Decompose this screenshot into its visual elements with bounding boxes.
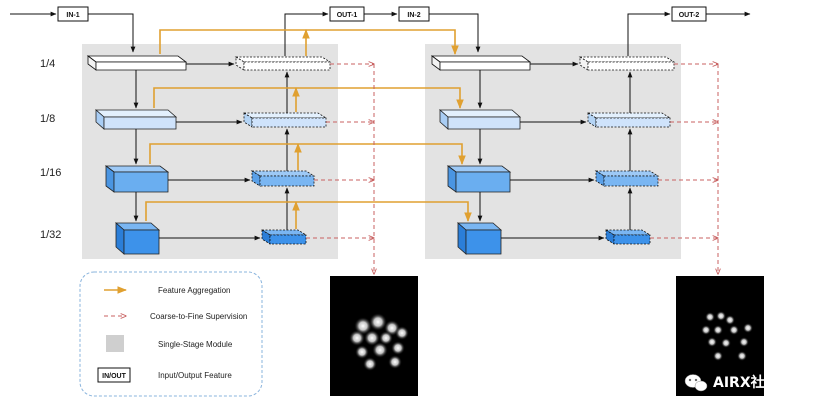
in-2-box: IN-2 bbox=[398, 6, 430, 22]
out-2-box: OUT-2 bbox=[671, 6, 707, 22]
scale-label-1-32: 1/32 bbox=[40, 229, 61, 241]
legend-io-swatch: IN/OUT bbox=[97, 367, 131, 383]
stage-2-decoder-block-1-16 bbox=[594, 170, 660, 187]
out-1-box: OUT-1 bbox=[329, 6, 365, 22]
stage-1-encoder-block-1-8 bbox=[94, 109, 178, 130]
svg-text:IN/OUT: IN/OUT bbox=[102, 373, 126, 380]
legend-coarse-to-fine-label: Coarse-to-Fine Supervision bbox=[150, 312, 247, 321]
stage-1-encoder-block-1-4 bbox=[86, 55, 188, 71]
stage-1-encoder-block-1-32 bbox=[114, 222, 161, 255]
stage-1-internal-arrows bbox=[133, 61, 290, 241]
top-flow-lines bbox=[10, 11, 751, 56]
stage-2-encoder-block-1-32 bbox=[456, 222, 503, 255]
wechat-icon bbox=[684, 374, 708, 392]
legend-io-label: Input/Output Feature bbox=[158, 371, 232, 380]
stage-2-decoder-block-1-4 bbox=[578, 56, 676, 71]
stage-1-heatmap-output bbox=[330, 276, 418, 396]
svg-text:OUT-1: OUT-1 bbox=[337, 12, 358, 19]
svg-text:IN-2: IN-2 bbox=[407, 12, 420, 19]
stage-2-encoder-block-1-4 bbox=[430, 55, 532, 71]
stage-1-decoder-block-1-4 bbox=[234, 56, 332, 71]
svg-text:IN-1: IN-1 bbox=[66, 12, 79, 19]
coarse-to-fine-supervision-arrows bbox=[306, 64, 718, 274]
stage-2-encoder-block-1-8 bbox=[438, 109, 522, 130]
svg-text:OUT-2: OUT-2 bbox=[679, 12, 700, 19]
legend: Feature Aggregation Coarse-to-Fine Super… bbox=[79, 271, 263, 397]
stage-2-internal-arrows bbox=[477, 61, 633, 241]
stage-1-encoder-block-1-16 bbox=[104, 165, 170, 193]
legend-frame bbox=[79, 271, 263, 397]
legend-feature-aggregation-label: Feature Aggregation bbox=[158, 286, 231, 295]
feature-aggregation-arrows bbox=[145, 29, 472, 229]
scale-label-1-4: 1/4 bbox=[40, 58, 55, 70]
stage-2-encoder-block-1-16 bbox=[446, 165, 512, 193]
stage-2-decoder-block-1-8 bbox=[586, 112, 672, 128]
stage-2-decoder-block-1-32 bbox=[604, 229, 652, 245]
stage-1-decoder-block-1-8 bbox=[242, 112, 328, 128]
legend-single-stage-swatch bbox=[106, 335, 124, 352]
svg-text:AIRX社区: AIRX社区 bbox=[713, 374, 779, 391]
scale-label-1-16: 1/16 bbox=[40, 167, 61, 179]
stage-1-decoder-block-1-16 bbox=[250, 170, 316, 187]
watermark: AIRX社区 bbox=[684, 374, 779, 392]
legend-single-stage-label: Single-Stage Module bbox=[158, 340, 233, 349]
stage-1-decoder-block-1-32 bbox=[260, 229, 308, 245]
in-1-box: IN-1 bbox=[57, 6, 89, 22]
scale-label-1-8: 1/8 bbox=[40, 113, 55, 125]
